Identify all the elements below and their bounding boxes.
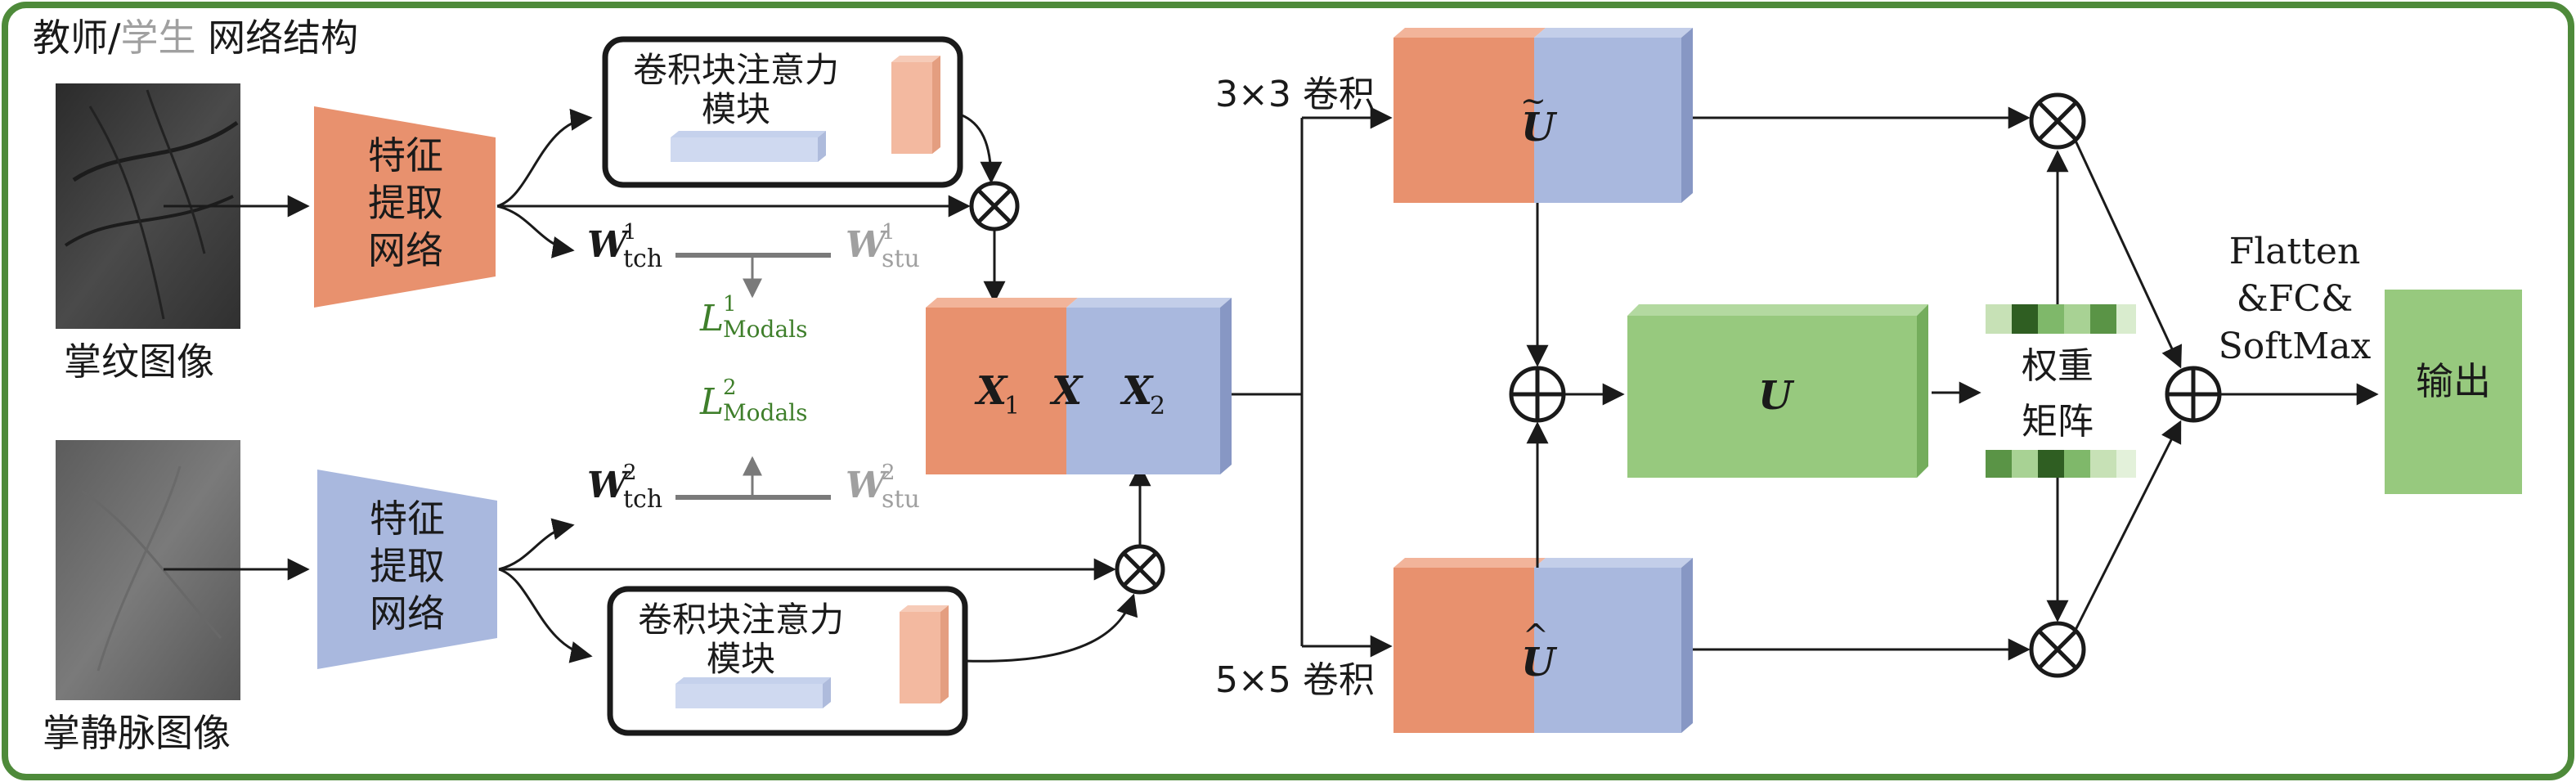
weight-matrix-label: 权重: [2022, 345, 2094, 387]
u-tilde-block: U ~: [1393, 28, 1693, 203]
svg-text:X: X: [1049, 368, 1084, 414]
attention-module-bottom: 卷积块注意力 模块: [607, 586, 968, 736]
palmprint-label: 掌纹图像: [64, 339, 214, 384]
svg-text:^: ^: [1523, 618, 1549, 654]
arrow-icon: [498, 518, 575, 571]
svg-text:2: 2: [1150, 392, 1165, 420]
svg-text:U: U: [1521, 640, 1558, 685]
conv3x3-label: 3×3 卷积: [1215, 74, 1375, 115]
conv5x5-label: 5×5 卷积: [1215, 659, 1375, 701]
svg-text:W: W: [587, 465, 631, 506]
multiply-circle-icon: [2029, 621, 2086, 678]
feature-extractor-top: 特征 提取 网络: [314, 106, 496, 308]
svg-text:1: 1: [723, 292, 737, 317]
svg-text:1: 1: [882, 220, 895, 245]
weight-pair-2: W 2 tch W 2 stu: [587, 456, 920, 514]
feature-extractor-bottom: 特征 提取 网络: [317, 470, 497, 669]
svg-text:X: X: [974, 368, 1008, 414]
svg-text:输出: 输出: [2416, 359, 2491, 403]
svg-text:W: W: [846, 465, 890, 506]
svg-text:网络: 网络: [370, 591, 445, 636]
svg-text:U: U: [1758, 373, 1795, 419]
svg-text:L: L: [699, 381, 724, 423]
svg-text:stu: stu: [882, 485, 920, 514]
svg-text:模块: 模块: [707, 639, 775, 679]
arrow-icon: [496, 108, 593, 208]
head-label: SoftMax: [2219, 326, 2372, 367]
svg-text:2: 2: [623, 461, 637, 485]
svg-text:卷积块注意力: 卷积块注意力: [638, 600, 844, 640]
head-label: Flatten: [2229, 231, 2361, 272]
svg-text:提取: 提取: [370, 544, 445, 588]
svg-text:U: U: [1521, 105, 1558, 151]
loss-modals-1: L 1 Modals: [699, 292, 807, 343]
multiply-circle-icon: [1115, 544, 1165, 595]
svg-text:2: 2: [723, 375, 737, 400]
weight-matrix-label: 矩阵: [2022, 401, 2094, 443]
plus-circle-icon: [2165, 366, 2222, 423]
head-label: &FC&: [2237, 278, 2354, 320]
arrow-icon: [2074, 420, 2182, 631]
palmvein-label: 掌静脉图像: [43, 711, 231, 755]
attention-module-top: 卷积块注意力 模块: [602, 36, 963, 188]
arrow-icon: [496, 204, 575, 258]
svg-text:stu: stu: [882, 245, 920, 273]
arrow-icon: [498, 568, 593, 663]
svg-text:2: 2: [882, 461, 895, 485]
svg-text:W: W: [587, 224, 631, 266]
plus-circle-icon: [1509, 366, 1566, 423]
svg-text:L: L: [699, 298, 724, 339]
u-hat-block: U ^: [1393, 558, 1693, 733]
svg-text:提取: 提取: [368, 181, 443, 225]
weight-matrix-top-strip: [1986, 304, 2136, 334]
weight-matrix-bottom-strip: [1986, 450, 2136, 478]
svg-text:1: 1: [1004, 392, 1020, 420]
svg-text:X: X: [1120, 368, 1154, 414]
arrow-icon: [959, 113, 1003, 184]
svg-text:tch: tch: [623, 485, 662, 514]
diagram-title: 教师/学生 网络结构: [33, 16, 358, 60]
u-block: U: [1627, 304, 1928, 478]
svg-text:W: W: [846, 224, 890, 266]
svg-text:tch: tch: [623, 245, 662, 273]
fused-feature-block: X 1 X X 2: [926, 298, 1232, 474]
output-block: 输出: [2385, 290, 2522, 494]
loss-modals-2: L 2 Modals: [699, 375, 807, 426]
multiply-circle-icon: [969, 181, 1020, 231]
weight-pair-1: W 1 tch W 1 stu: [587, 220, 920, 299]
multiply-circle-icon: [2029, 92, 2086, 150]
svg-text:模块: 模块: [702, 89, 770, 129]
svg-text:Modals: Modals: [723, 399, 807, 426]
svg-text:特征: 特征: [370, 497, 445, 541]
svg-text:1: 1: [623, 220, 637, 245]
arrow-icon: [964, 593, 1138, 663]
svg-text:特征: 特征: [368, 133, 443, 178]
svg-text:~: ~: [1520, 83, 1546, 119]
svg-text:网络: 网络: [368, 228, 443, 272]
svg-text:卷积块注意力: 卷积块注意力: [633, 50, 839, 90]
svg-text:Modals: Modals: [723, 316, 807, 343]
arrow-icon: [2074, 140, 2183, 369]
